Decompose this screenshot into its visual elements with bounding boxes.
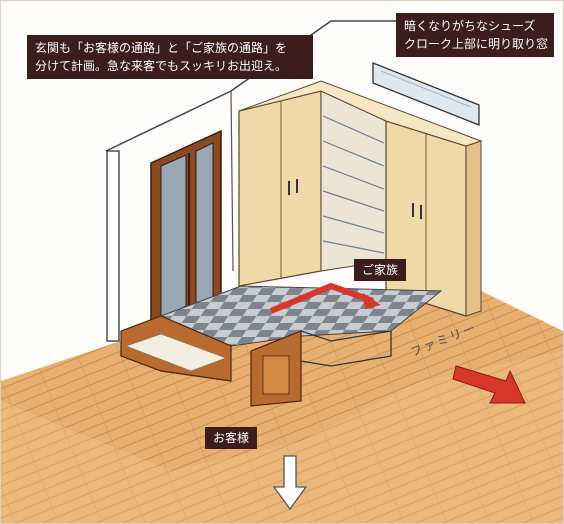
wall-corner-line bbox=[230, 90, 234, 272]
partition-door bbox=[250, 330, 392, 407]
pillar bbox=[106, 150, 120, 342]
window-callout-line2: クローク上部に明り取り窓 bbox=[404, 37, 549, 51]
window-callout-line1: 暗くなりがちなシューズ bbox=[404, 19, 536, 33]
family-route-arrow bbox=[269, 282, 381, 314]
floor-shadow bbox=[1, 351, 563, 523]
window-callout: 暗くなりがちなシューズ クローク上部に明り取り窓 bbox=[396, 13, 554, 57]
entrance-callout-line1: 玄関も「お客様の通路」と「ご家族の通路」を bbox=[35, 41, 288, 55]
guest-tag: お客様 bbox=[205, 427, 258, 449]
family-exit-arrow bbox=[452, 365, 526, 404]
family-tag: ご家族 bbox=[354, 259, 407, 281]
entrance-callout-line2: 分けて計画。急な来客でもスッキリお出迎え。 bbox=[35, 59, 288, 73]
entrance-callout: 玄関も「お客様の通路」と「ご家族の通路」を 分けて計画。急な来客でもスッキリお出… bbox=[27, 35, 313, 79]
entry-step bbox=[120, 315, 232, 382]
guest-route-arrow bbox=[272, 455, 308, 511]
